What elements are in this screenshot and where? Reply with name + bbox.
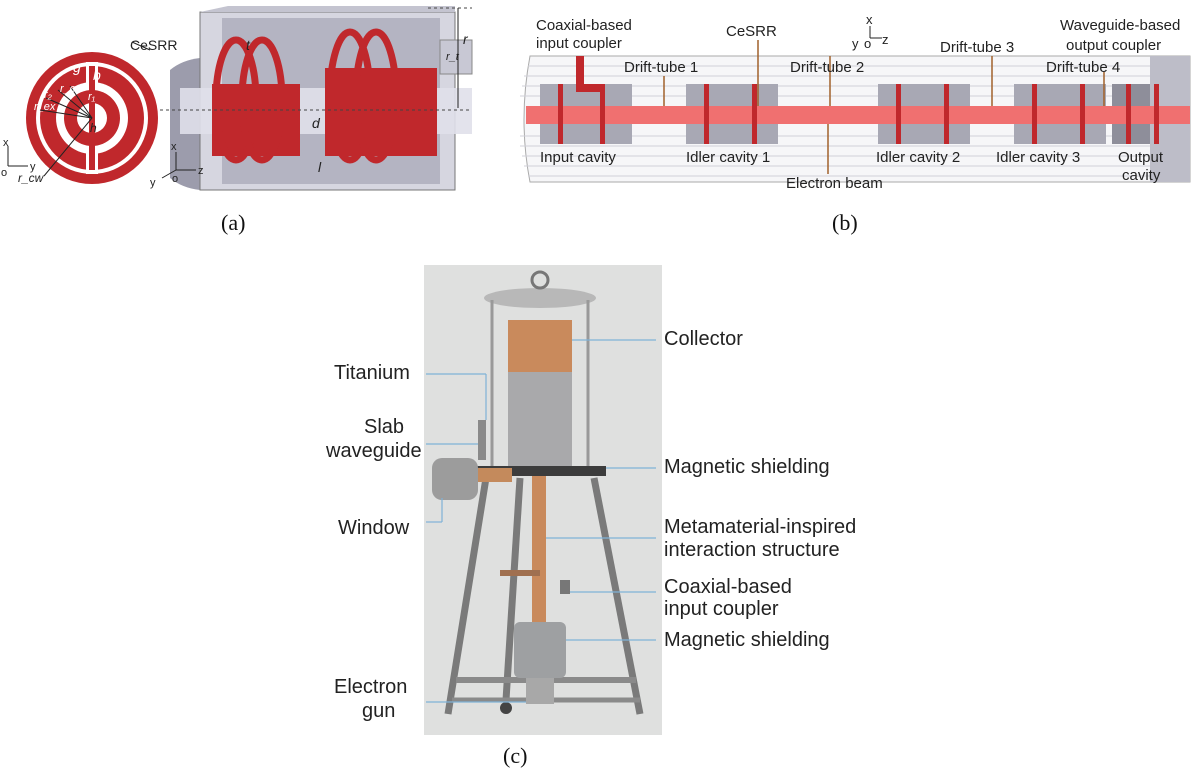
label-output-1: Output bbox=[1118, 149, 1164, 166]
label-meta-2: interaction structure bbox=[664, 539, 840, 561]
label-coax-c-2: input coupler bbox=[664, 598, 779, 620]
label-rt: r_t bbox=[446, 51, 460, 63]
label-beam: Electron beam bbox=[786, 175, 883, 192]
label-cesrr-a: CeSRR bbox=[130, 37, 177, 53]
axes-3d bbox=[161, 152, 196, 179]
annotation-arrows bbox=[663, 40, 1105, 174]
label-collector: Collector bbox=[664, 328, 743, 350]
label-idler3: Idler cavity 3 bbox=[996, 149, 1080, 166]
label-slab-2: waveguide bbox=[326, 440, 422, 462]
axis-3d-o: o bbox=[172, 173, 178, 185]
label-idler2: Idler cavity 2 bbox=[876, 149, 960, 166]
label-d: d bbox=[312, 115, 321, 131]
label-egun-2: gun bbox=[362, 700, 396, 722]
axis-front-y: y bbox=[30, 161, 36, 173]
axis-b-x: x bbox=[866, 12, 873, 27]
axis-3d-z: z bbox=[198, 165, 204, 177]
axis-b-z: z bbox=[882, 32, 889, 47]
axes-front bbox=[7, 146, 28, 167]
panel-a: CeSRR g b r₂ r_c r₁ r_ex h r_cw x y o bbox=[0, 0, 480, 240]
label-window: Window bbox=[338, 517, 410, 539]
label-input-cavity: Input cavity bbox=[540, 149, 616, 166]
axis-3d-y: y bbox=[150, 177, 156, 189]
caption-b: (b) bbox=[832, 210, 858, 235]
caption-c: (c) bbox=[503, 743, 528, 768]
label-mag-shield-2: Magnetic shielding bbox=[664, 629, 830, 651]
panel-b-figure: x y o z Coaxial-based input coupler CeSR… bbox=[520, 12, 1191, 192]
label-dt4: Drift-tube 4 bbox=[1046, 59, 1120, 76]
label-h: h bbox=[90, 121, 97, 135]
label-egun-1: Electron bbox=[334, 676, 408, 698]
label-g: g bbox=[73, 59, 81, 75]
panel-c: Collector Titanium Slab waveguide Magnet… bbox=[0, 255, 1200, 783]
axes-b bbox=[869, 26, 882, 39]
axis-b-o: o bbox=[864, 36, 871, 51]
label-titanium: Titanium bbox=[334, 362, 410, 384]
label-slab-1: Slab bbox=[364, 416, 405, 438]
label-t: t bbox=[246, 37, 251, 53]
axis-b-y: y bbox=[852, 36, 859, 51]
label-coax-b-1: Coaxial-based bbox=[536, 17, 632, 34]
label-r2: r₂ bbox=[44, 89, 53, 101]
label-coax-c-1: Coaxial-based bbox=[664, 576, 792, 598]
label-idler1: Idler cavity 1 bbox=[686, 149, 770, 166]
label-wg-b-1: Waveguide-based bbox=[1060, 17, 1180, 34]
label-cesrr-b: CeSRR bbox=[726, 23, 777, 40]
label-wg-b-2: output coupler bbox=[1066, 37, 1161, 54]
axis-front-x: x bbox=[3, 137, 9, 149]
label-rex: r_ex bbox=[34, 101, 56, 113]
label-r1: r₁ bbox=[88, 91, 96, 103]
label-output-2: cavity bbox=[1122, 167, 1161, 184]
label-dt2: Drift-tube 2 bbox=[790, 59, 864, 76]
axis-front-o: o bbox=[1, 167, 7, 179]
label-meta-1: Metamaterial-inspired bbox=[664, 516, 857, 538]
cavity-cutaway bbox=[160, 6, 473, 191]
device-illustration bbox=[426, 270, 656, 715]
label-rc: r_c bbox=[60, 83, 76, 95]
tube-body bbox=[520, 55, 1191, 183]
axis-3d-x: x bbox=[171, 141, 177, 153]
caption-a: (a) bbox=[221, 210, 246, 235]
panel-a-figure: CeSRR g b r₂ r_c r₁ r_ex h r_cw x y o bbox=[1, 6, 473, 191]
label-l: l bbox=[318, 159, 322, 175]
label-r: r bbox=[463, 31, 469, 47]
label-b: b bbox=[93, 67, 101, 83]
label-dt3: Drift-tube 3 bbox=[940, 39, 1014, 56]
panel-b: x y o z Coaxial-based input coupler CeSR… bbox=[500, 0, 1200, 240]
label-rcw: r_cw bbox=[18, 171, 45, 185]
label-coax-b-2: input coupler bbox=[536, 35, 622, 52]
label-mag-shield-1: Magnetic shielding bbox=[664, 456, 830, 478]
label-dt1: Drift-tube 1 bbox=[624, 59, 698, 76]
